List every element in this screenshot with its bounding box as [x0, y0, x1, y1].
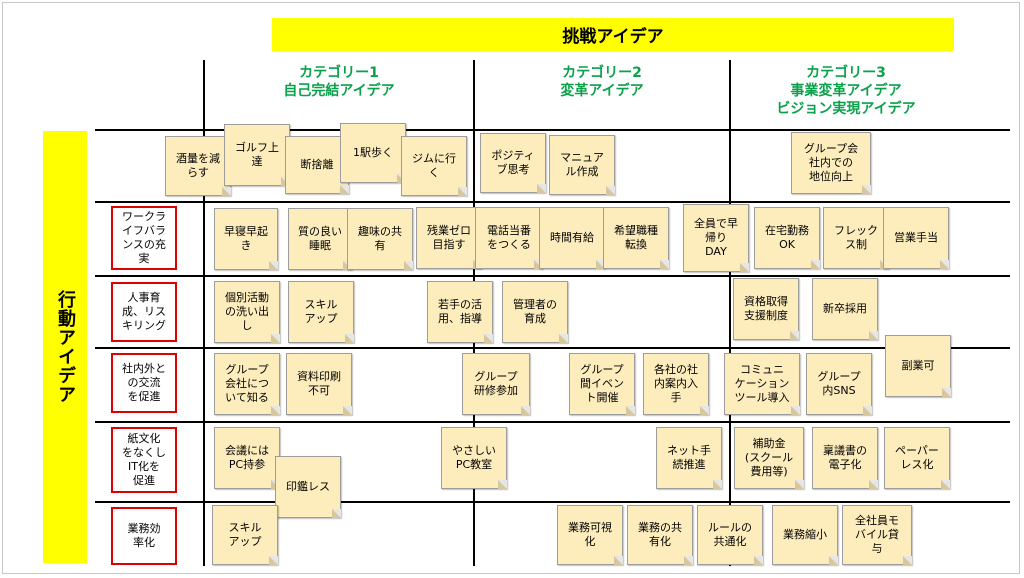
grid-line — [95, 421, 1010, 423]
sticky-note: グループ 内SNS — [806, 353, 872, 415]
row-label-reskilling: 人事育 成、リス キリング — [111, 282, 177, 342]
category-header-3: カテゴリー3 事業変革アイデア ビジョン実現アイデア — [732, 64, 960, 126]
sticky-note: 資料印刷 不可 — [286, 353, 352, 415]
sticky-note: 副業可 — [885, 335, 951, 397]
category-3-subtitle: 事業変革アイデア — [790, 83, 902, 99]
side-title: 行動アイデア — [55, 290, 76, 404]
sticky-note: 全員で早 帰り DAY — [683, 204, 749, 272]
grid-line — [95, 347, 1010, 349]
sticky-note: 営業手当 — [883, 207, 949, 269]
category-1-subtitle: 自己完結アイデア — [283, 83, 395, 99]
sticky-note: ゴルフ上 達 — [224, 124, 290, 186]
sticky-note: 早寝早起 き — [214, 208, 278, 270]
sticky-note: 残業ゼロ 目指す — [416, 207, 482, 269]
sticky-note: 酒量を減 らす — [165, 136, 231, 196]
grid-line — [95, 501, 1010, 503]
sticky-note: 各社の社 内案内入 手 — [643, 353, 709, 415]
row-label-paperless: 紙文化 をなくし IT化を 促進 — [111, 427, 177, 493]
grid-line — [203, 60, 205, 566]
category-3-name: カテゴリー3 — [806, 65, 886, 81]
sticky-note: 在宅勤務 OK — [754, 207, 820, 269]
sticky-note: ジムに行 く — [401, 136, 467, 196]
sticky-note: フレック ス制 — [823, 207, 889, 269]
sticky-note: コミュニ ケーション ツール導入 — [724, 353, 800, 415]
grid-line — [95, 201, 1010, 203]
sticky-note: 趣味の共 有 — [347, 208, 413, 270]
row-label-work-life-balance: ワークラ イフバラ ンスの充 実 — [111, 206, 177, 270]
grid-line — [95, 275, 1010, 277]
sticky-note: 1駅歩く — [340, 123, 406, 183]
side-title-banner: 行動アイデア — [43, 131, 87, 563]
grid-line — [95, 129, 1010, 131]
sticky-note: 新卒採用 — [812, 278, 878, 340]
sticky-note: 業務縮小 — [772, 505, 838, 565]
sticky-note: 管理者の 育成 — [502, 281, 568, 343]
sticky-note: 業務の共 有化 — [627, 505, 693, 565]
sticky-note: グループ会 社内での 地位向上 — [791, 132, 871, 194]
category-3-subtitle-2: ビジョン実現アイデア — [776, 101, 916, 117]
sticky-note: グループ 会社につ いて知る — [214, 353, 280, 415]
sticky-note: 会議には PC持参 — [214, 427, 280, 489]
sticky-note: やさしい PC教室 — [441, 427, 507, 489]
sticky-note: 電話当番 をつくる — [475, 207, 543, 269]
category-2-subtitle: 変革アイデア — [560, 83, 644, 99]
sticky-note: 個別活動 の洗い出 し — [214, 281, 280, 343]
sticky-note: マニュア ル作成 — [549, 135, 615, 195]
title-banner: 挑戦アイデア — [272, 18, 954, 51]
sticky-note: 希望職種 転換 — [603, 207, 669, 269]
row-label-exchange: 社内外と の交流 を促進 — [111, 353, 177, 413]
category-1-name: カテゴリー1 — [299, 65, 379, 81]
category-header-2: カテゴリー2 変革アイデア — [474, 64, 730, 126]
row-label-efficiency: 業務効 率化 — [111, 507, 177, 565]
sticky-note: 資格取得 支援制度 — [733, 278, 799, 340]
sticky-note: 稟議書の 電子化 — [812, 427, 878, 489]
sticky-note: スキル アップ — [212, 505, 278, 565]
sticky-note: スキル アップ — [288, 281, 354, 343]
sticky-note: グループ 間イベン ト開催 — [569, 353, 635, 415]
sticky-note: ポジティ ブ思考 — [480, 133, 546, 193]
category-2-name: カテゴリー2 — [562, 65, 642, 81]
sticky-note: 若手の活 用、指導 — [427, 281, 493, 343]
sticky-note: ルールの 共通化 — [697, 505, 763, 565]
sticky-note: 全社員モ バイル貸 与 — [842, 505, 912, 565]
sticky-note: 時間有給 — [539, 207, 605, 269]
sticky-note: ペーパー レス化 — [884, 427, 950, 489]
sticky-note: グループ 研修参加 — [462, 353, 530, 415]
grid-line — [729, 60, 731, 566]
category-header-1: カテゴリー1 自己完結アイデア — [206, 64, 472, 126]
sticky-note: 印鑑レス — [275, 456, 341, 518]
sticky-note: 業務可視 化 — [557, 505, 623, 565]
sticky-note: 断捨離 — [285, 136, 349, 194]
sticky-note: 補助金 (スクール 費用等) — [734, 427, 804, 489]
sticky-note: ネット手 続推進 — [656, 427, 722, 489]
sticky-note: 質の良い 睡眠 — [288, 208, 352, 270]
